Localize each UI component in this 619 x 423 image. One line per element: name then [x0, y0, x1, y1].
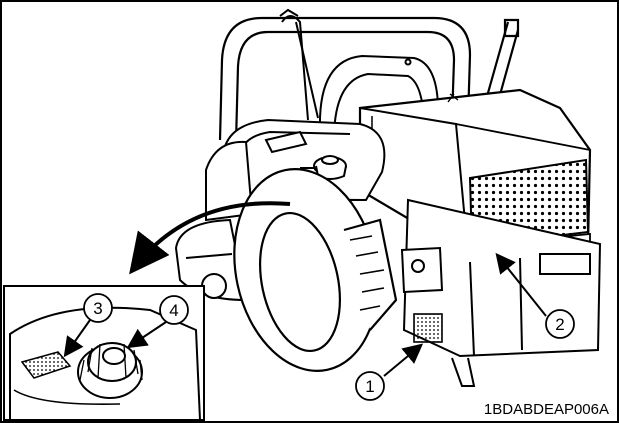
callout-3: 3	[83, 293, 113, 323]
decal-1	[413, 313, 443, 343]
steering-levers	[279, 8, 319, 121]
mower-deck	[174, 140, 254, 302]
rear-tire	[233, 168, 398, 372]
detail-inset	[3, 285, 205, 421]
figure-code: 1BDABDEAP006A	[484, 401, 609, 418]
svg-text:3: 3	[93, 299, 102, 318]
callout-1: 1	[355, 371, 385, 401]
svg-text:1: 1	[365, 377, 374, 396]
svg-text:4: 4	[169, 301, 178, 320]
callout-2: 2	[545, 309, 575, 339]
svg-text:2: 2	[555, 315, 564, 334]
decal-3	[20, 351, 72, 379]
zoom-arrow	[129, 201, 291, 275]
callout-leaders	[63, 252, 547, 377]
callout-4: 4	[159, 295, 189, 325]
roll-bar	[218, 16, 520, 143]
fuel-cap-detail	[77, 342, 143, 399]
